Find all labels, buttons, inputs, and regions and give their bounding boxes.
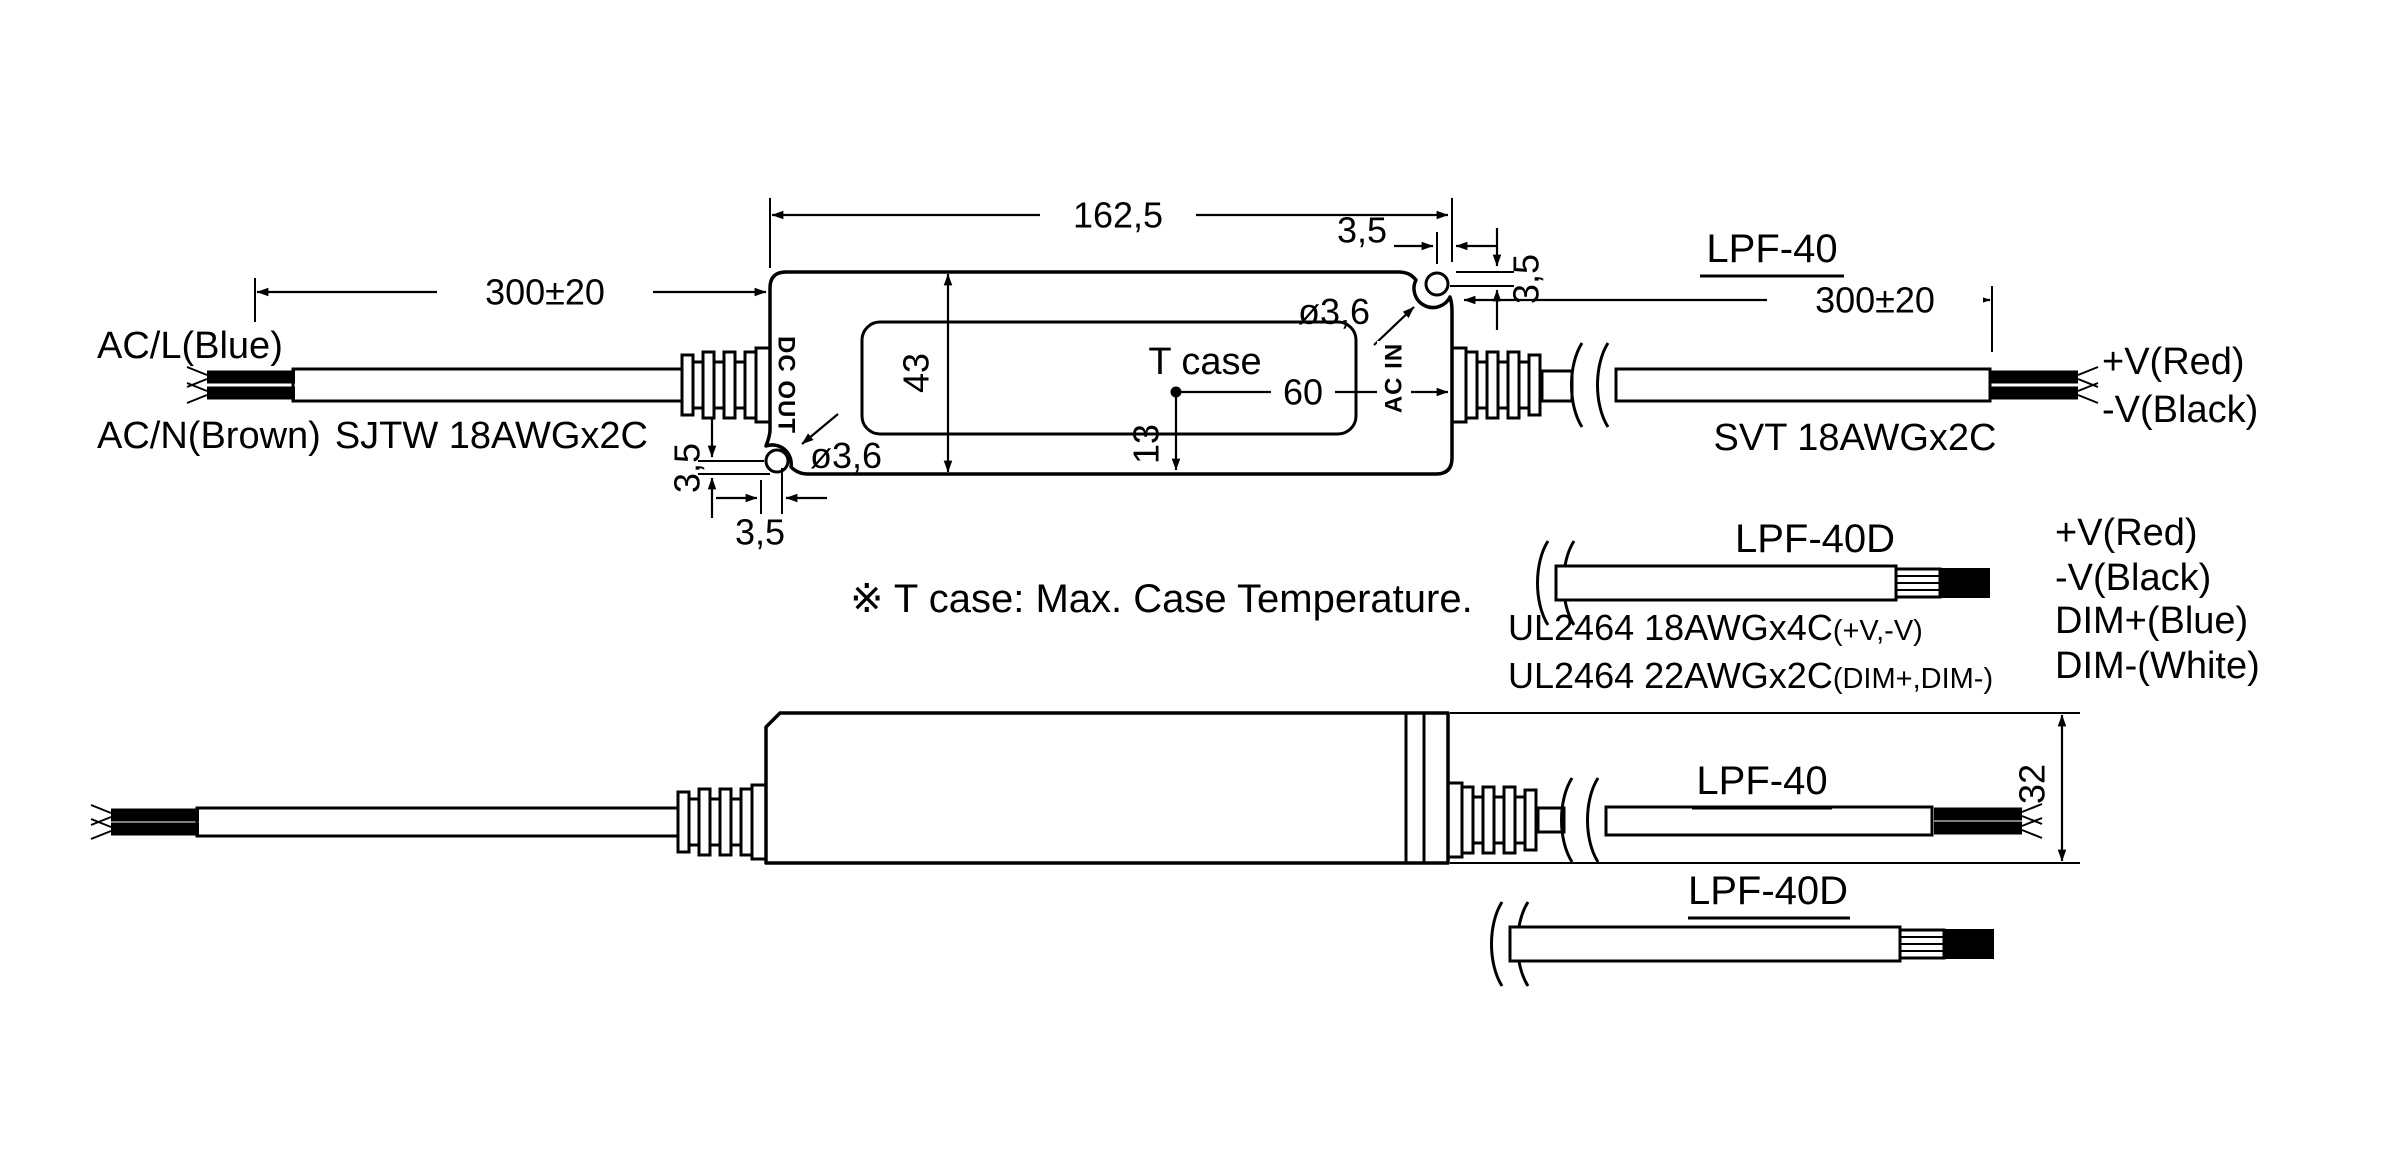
output-wire-tip-pos — [1989, 366, 2099, 388]
dim-output-wire-label: 300±20 — [1815, 280, 1935, 321]
cable-main-wires: (+V,-V) — [1833, 615, 1923, 647]
hole-offset-label-bottom-h: 3,5 — [735, 512, 785, 553]
input-wire-tip-line — [186, 366, 296, 388]
hole-offset-label-top-v: 3,5 — [1506, 254, 1547, 304]
ac-neutral-cable-label: AC/N(Brown) SJTW 18AWGx2C — [97, 415, 648, 457]
dim-height-label: 32 — [2012, 764, 2053, 804]
model-label-lpf40d: LPF-40D — [1735, 517, 1895, 561]
lpf40d-output-label-dim-minus: DIM-(White) — [2055, 645, 2260, 687]
cable-dim-spec: UL2464 22AWGx2C — [1508, 655, 1833, 696]
input-wire-tip-neutral — [186, 382, 296, 404]
leader-line — [801, 413, 839, 445]
lpf40d-output-detail: LPF-40D +V(Red) -V(Black) DIM+(Blue) DIM… — [1508, 512, 2260, 696]
ext-line — [698, 460, 770, 475]
dim-tcase-edge-label: 60 — [1283, 372, 1323, 413]
model-d-label-side: LPF-40D — [1688, 869, 1848, 913]
label-backing — [1377, 341, 1411, 415]
dim-length-label: 162,5 — [1073, 195, 1163, 236]
output-cable-jacket — [1614, 367, 1992, 403]
lpf40d-side-cable-jacket — [1508, 925, 1902, 963]
lpf40d-output-label-dim-plus: DIM+(Blue) — [2055, 600, 2248, 642]
note-label: ※ T case: Max. Case Temperature. — [850, 577, 1473, 621]
hole-offset-label-bottom-v: 3,5 — [667, 443, 708, 493]
cable-dim-wires: (DIM+,DIM-) — [1833, 663, 1993, 695]
dim-input-wire-label: 300±20 — [485, 272, 605, 313]
output-neg-label: -V(Black) — [2102, 389, 2258, 431]
ext-line — [1450, 271, 1514, 287]
side-output-wire-tip — [1933, 803, 2043, 825]
model-label-side: LPF-40 — [1696, 759, 1827, 803]
lpf40d-cable-main-label: UL2464 18AWGx4C(+V,-V) — [1508, 607, 1923, 648]
dim-tcase-bottom-label: 13 — [1126, 424, 1167, 464]
side-input-cable-jacket — [195, 806, 682, 838]
output-strain-relief — [1450, 346, 1542, 424]
side-input-wire-tip — [90, 804, 200, 826]
ext-line — [1450, 712, 2080, 864]
lpf40d-side-cable-end — [1898, 927, 1996, 961]
mounting-hole-bottom-left — [764, 448, 790, 474]
dim-width-label: 43 — [896, 353, 937, 393]
hole-diameter-label-top: ø3,6 — [1298, 291, 1370, 332]
cable-main-spec: UL2464 18AWGx4C — [1508, 607, 1833, 648]
lpf40d-cable-jacket — [1554, 564, 1898, 602]
side-output-strain-relief — [1446, 781, 1538, 859]
side-output-wire-tip — [1933, 817, 2043, 839]
label-backing — [1767, 282, 1983, 318]
ext-line — [760, 468, 783, 514]
side-view: 32 LPF-40 LPF-40D — [90, 711, 2080, 988]
side-case-outline — [764, 711, 1450, 865]
lpf40d-cable-dim-label: UL2464 22AWGx2C(DIM+,DIM-) — [1508, 655, 1993, 696]
case-label-panel — [860, 320, 1358, 436]
ac-in-label: AC IN — [1381, 343, 1408, 413]
input-cable-jacket — [291, 367, 686, 403]
input-cable-label: SJTW 18AWGx2C — [335, 415, 648, 457]
side-output-cable-jacket — [1604, 805, 1934, 837]
lpf40d-output-label-neg: -V(Black) — [2055, 557, 2211, 599]
output-cable-stub — [1540, 369, 1574, 403]
label-backing — [437, 274, 653, 310]
side-output-cable-break — [1560, 776, 1600, 864]
label-backing — [1271, 374, 1335, 410]
side-case-bracket-lines — [1404, 713, 1426, 863]
top-view: 162,5 300±20 300±20 43 60 13 T case 3,5 … — [97, 195, 2258, 553]
output-cable-break — [1570, 341, 1610, 429]
leader-line — [1373, 306, 1415, 346]
output-pos-label: +V(Red) — [2102, 341, 2245, 383]
ac-neutral-label: AC/N(Brown) — [97, 415, 321, 457]
hole-diameter-label-bottom: ø3,6 — [810, 435, 882, 476]
lpf40d-output-label-pos: +V(Red) — [2055, 512, 2198, 554]
side-input-strain-relief — [676, 783, 768, 861]
dc-out-label: DC OUT — [773, 336, 800, 434]
ext-line — [1436, 232, 1453, 264]
mounting-hole-top-right — [1424, 271, 1450, 297]
side-input-wire-tip — [90, 818, 200, 840]
input-strain-relief — [680, 346, 772, 424]
model-label-top: LPF-40 — [1706, 227, 1837, 271]
side-output-cable-stub — [1536, 806, 1566, 834]
hole-offset-label-top-h: 3,5 — [1337, 210, 1387, 251]
lpf40d-cable-end — [1894, 566, 1992, 600]
t-case-label: T case — [1148, 341, 1261, 383]
ac-line-label: AC/L(Blue) — [97, 325, 283, 367]
label-backing — [1040, 197, 1196, 233]
output-wire-tip-neg — [1989, 382, 2099, 404]
output-cable-label: SVT 18AWGx2C — [1714, 417, 1997, 459]
